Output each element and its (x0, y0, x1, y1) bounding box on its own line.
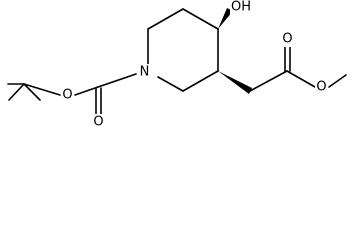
ring-bond-c2-c3 (147, 8, 184, 30)
ester-oxygen-label: O (316, 80, 326, 95)
hydroxyl-stereo-wedge (218, 8, 233, 29)
ester-carbonyl-oxygen-bg (281, 31, 294, 47)
tbutyl-to-oxygen-bond (23, 83, 61, 96)
chemical-structure-diagram: O O N OH O O (7, 0, 347, 130)
ring-bond-c6-n (157, 76, 184, 92)
carbamate-ester-oxygen-label: O (62, 88, 72, 103)
ester-oxygen-to-carbonyl-bond (74, 86, 99, 96)
piperidine-ring (147, 8, 219, 92)
hydroxyl-label: OH (231, 0, 251, 15)
methyl-ester-side-chain (249, 46, 347, 92)
methoxy-methyl-bond (328, 74, 347, 88)
carbonyl-to-nitrogen-bond (97, 73, 137, 88)
ester-oxygen-bond (286, 70, 316, 88)
carbamate-carbonyl-oxygen-label: O (93, 115, 103, 130)
ring-nitrogen-bg (137, 64, 152, 81)
ester-carbonyl-carbon-bond (249, 70, 288, 92)
tbutyl-methyl-bottom-bond (23, 83, 41, 101)
ester-oxygen-bg (315, 79, 328, 95)
tbutyl-methyl-top-bond (8, 83, 25, 101)
ring-bond-c3-c4 (182, 8, 219, 30)
tert-butyl-group (7, 83, 61, 101)
carbamate-carbonyl-oxygen-bg (92, 114, 105, 130)
ring-nitrogen-label: N (140, 65, 150, 80)
hydroxyl-bg (230, 0, 252, 15)
carbamate-ester-oxygen-bg (61, 87, 74, 103)
ring-bond-c5-c6 (182, 70, 219, 92)
ester-carbonyl-oxygen-label: O (282, 32, 292, 47)
atom-labels: O O N OH O O (61, 0, 328, 130)
side-chain-stereo-wedge (218, 71, 252, 94)
carbamate-group (74, 73, 137, 115)
